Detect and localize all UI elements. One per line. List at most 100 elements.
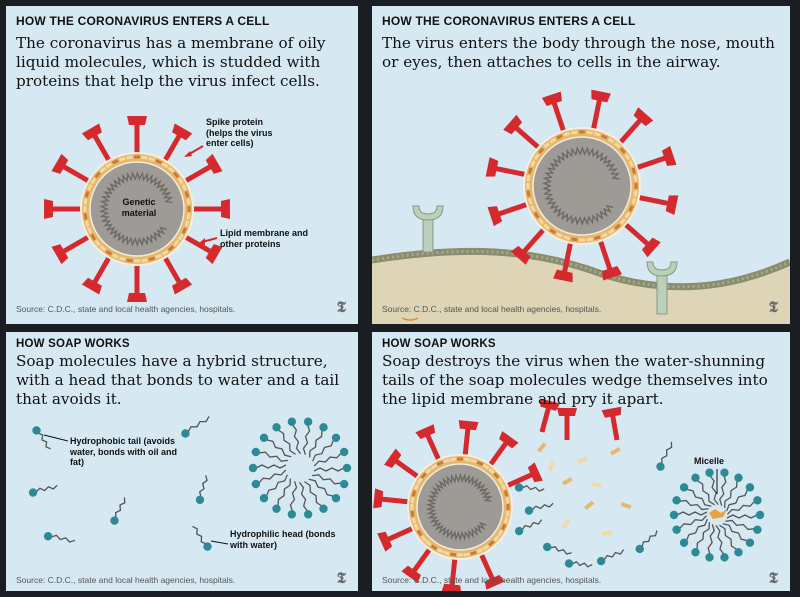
soap-molecule bbox=[298, 481, 313, 519]
virus-entry-illustration bbox=[372, 89, 790, 324]
panel-heading: HOW SOAP WORKS bbox=[16, 338, 130, 350]
soap-molecule bbox=[110, 497, 126, 525]
soap-molecule bbox=[672, 515, 708, 534]
membrane-fragment bbox=[602, 530, 613, 536]
soap-molecule bbox=[313, 447, 349, 467]
lipid-membrane-label: Lipid membrane and other proteins bbox=[220, 228, 309, 249]
soap-molecule bbox=[308, 423, 328, 458]
virus-structure-illustration bbox=[44, 116, 230, 302]
soap-molecule bbox=[181, 416, 210, 438]
spike-protein bbox=[487, 431, 519, 468]
spike-protein bbox=[81, 254, 113, 295]
spike-protein-label: Spike protein (helps the virus enter cel… bbox=[206, 117, 273, 148]
spike-protein bbox=[636, 194, 679, 215]
soap-molecule bbox=[43, 532, 76, 543]
panel-description: The coronavirus has a membrane of oily l… bbox=[16, 34, 326, 90]
soap-molecule bbox=[195, 475, 208, 505]
spike-protein bbox=[441, 556, 462, 591]
soap-molecule bbox=[28, 484, 58, 497]
spike-protein bbox=[458, 420, 479, 458]
spike-protein bbox=[539, 398, 560, 433]
soap-molecule bbox=[719, 524, 743, 557]
soap-molecule bbox=[308, 478, 341, 503]
airway-tissue bbox=[372, 251, 790, 324]
soap-molecule-illustration bbox=[28, 416, 352, 551]
spike-protein bbox=[373, 488, 411, 509]
membrane-fragment bbox=[620, 502, 632, 510]
soap-molecule bbox=[312, 474, 349, 489]
spike-protein bbox=[182, 233, 223, 265]
soap-molecule bbox=[725, 519, 762, 534]
soap-molecule bbox=[679, 483, 712, 507]
membrane-fragment bbox=[562, 477, 573, 486]
panel-heading: HOW THE CORONAVIRUS ENTERS A CELL bbox=[382, 14, 636, 28]
membrane-fragment bbox=[562, 518, 571, 529]
soap-molecule bbox=[564, 559, 593, 568]
nyt-logo: 𝕿 bbox=[768, 569, 778, 587]
soap-molecule bbox=[715, 524, 729, 562]
hydrophobic-tail-label: Hydrophobic tail (avoids water, bonds wi… bbox=[70, 436, 178, 467]
soap-molecule bbox=[596, 549, 625, 566]
membrane-fragment bbox=[577, 456, 588, 464]
soap-molecule bbox=[705, 468, 719, 506]
spike-protein bbox=[541, 91, 567, 134]
soap-molecule bbox=[32, 426, 51, 450]
membrane-fragment bbox=[610, 447, 621, 456]
panel-description: Soap molecules have a hybrid structure, … bbox=[16, 352, 340, 408]
panel-heading: HOW THE CORONAVIRUS ENTERS A CELL bbox=[16, 14, 270, 28]
cell-receptor bbox=[646, 261, 678, 315]
soap-molecule bbox=[726, 496, 762, 515]
spike-protein bbox=[617, 107, 654, 146]
spike-protein bbox=[191, 199, 230, 219]
spike-protein bbox=[51, 153, 92, 185]
source-note: Source: C.D.C., state and local health a… bbox=[382, 304, 602, 314]
soap-molecule bbox=[248, 463, 287, 473]
spike-protein bbox=[182, 153, 223, 185]
nyt-logo: 𝕿 bbox=[336, 569, 346, 587]
soap-molecule bbox=[251, 447, 288, 462]
soap-molecule bbox=[726, 510, 765, 520]
spike-protein bbox=[485, 157, 528, 178]
spike-protein bbox=[557, 408, 577, 440]
panel-heading: HOW SOAP WORKS bbox=[382, 338, 496, 350]
panel-description: The virus enters the body through the no… bbox=[382, 34, 775, 71]
nyt-logo: 𝕿 bbox=[768, 298, 778, 316]
soap-molecule bbox=[656, 441, 673, 471]
soap-molecule bbox=[313, 463, 352, 473]
soap-molecule bbox=[304, 481, 328, 513]
soap-molecule bbox=[705, 524, 715, 562]
soap-molecule bbox=[514, 519, 543, 536]
genetic-material-label: Genetic material bbox=[121, 197, 157, 218]
genetic-material bbox=[98, 170, 174, 248]
soap-molecule bbox=[251, 469, 287, 489]
soap-molecule bbox=[669, 510, 708, 520]
spike-protein bbox=[634, 145, 677, 171]
micelle-label: Micelle bbox=[694, 456, 725, 466]
panel-soap-destroys-virus: HOW SOAP WORKS Soap destroys the virus w… bbox=[372, 332, 790, 591]
genetic-material bbox=[542, 145, 620, 227]
soap-molecule bbox=[259, 474, 288, 503]
membrane-fragment bbox=[548, 460, 556, 472]
source-note: Source: C.D.C., state and local health a… bbox=[16, 575, 236, 585]
spike-protein bbox=[44, 199, 83, 219]
spike-protein bbox=[127, 116, 147, 155]
soap-molecule bbox=[719, 468, 729, 506]
spike-protein bbox=[503, 114, 542, 151]
panel-description: Soap destroys the virus when the water-s… bbox=[382, 352, 768, 408]
soap-molecule bbox=[635, 530, 658, 554]
soap-molecule bbox=[679, 518, 709, 547]
spike-protein bbox=[622, 221, 661, 258]
soap-molecule bbox=[514, 483, 545, 492]
soap-molecule bbox=[725, 483, 755, 512]
spike-protein bbox=[377, 525, 416, 552]
cell-receptor bbox=[412, 205, 444, 253]
soap-molecule bbox=[287, 417, 302, 455]
spike-protein bbox=[504, 462, 543, 489]
spike-protein bbox=[601, 406, 622, 441]
spike-protein bbox=[415, 424, 442, 463]
source-note: Source: C.D.C., state and local health a… bbox=[16, 304, 236, 314]
soap-molecule bbox=[524, 502, 554, 515]
membrane-fragment bbox=[591, 482, 602, 488]
soap-molecule bbox=[272, 423, 296, 455]
spike-protein bbox=[510, 226, 547, 265]
